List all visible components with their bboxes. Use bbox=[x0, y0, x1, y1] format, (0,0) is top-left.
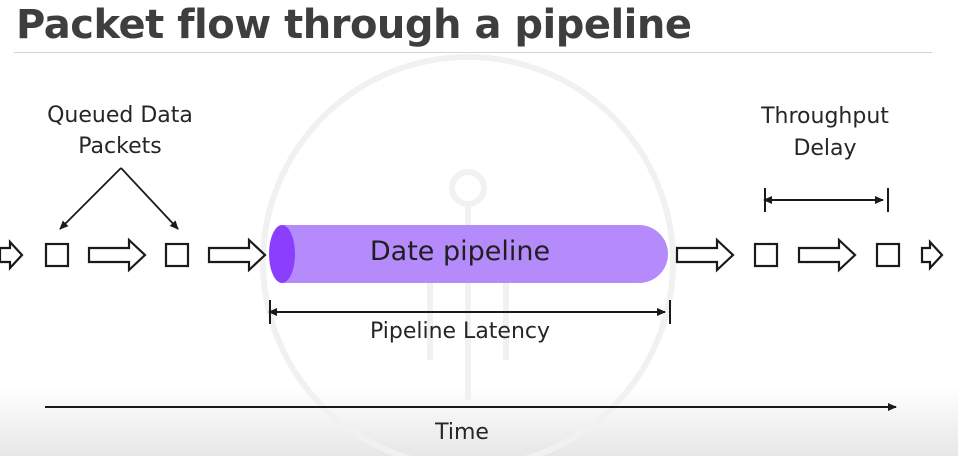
time-axis-label: Time bbox=[435, 420, 489, 445]
queued-label-line1: Queued Data bbox=[47, 103, 193, 128]
throughput-label-line2: Delay bbox=[793, 136, 857, 161]
pipeline-latency-measure bbox=[268, 300, 671, 324]
arrow-icon bbox=[675, 237, 735, 273]
arrow-icon bbox=[0, 239, 24, 271]
packet-box bbox=[164, 242, 190, 268]
throughput-label-line1: Throughput bbox=[761, 104, 889, 129]
packet-box bbox=[875, 242, 901, 268]
pipeline-label: Date pipeline bbox=[369, 236, 551, 267]
throughput-delay-measure bbox=[763, 188, 889, 212]
right-flow bbox=[675, 237, 944, 273]
arrow-icon bbox=[920, 239, 944, 271]
pipeline-body bbox=[282, 225, 668, 283]
packet-box bbox=[44, 242, 70, 268]
left-flow bbox=[0, 237, 267, 273]
packet-box bbox=[753, 242, 779, 268]
arrow-icon bbox=[87, 237, 147, 273]
arrow-icon bbox=[797, 237, 857, 273]
pipeline-latency-label: Pipeline Latency bbox=[369, 319, 551, 344]
slide-title: Packet flow through a pipeline bbox=[16, 2, 692, 48]
queued-label-line2: Packets bbox=[78, 134, 162, 159]
data-pipeline-cylinder bbox=[269, 225, 668, 283]
queued-data-packets-label: Queued Data Packets bbox=[20, 100, 220, 162]
title-divider bbox=[14, 52, 932, 53]
pipeline-end-cap bbox=[269, 225, 295, 283]
throughput-delay-label: Throughput Delay bbox=[725, 101, 925, 165]
arrow-icon bbox=[207, 237, 267, 273]
queued-pointer-lines bbox=[59, 167, 179, 230]
